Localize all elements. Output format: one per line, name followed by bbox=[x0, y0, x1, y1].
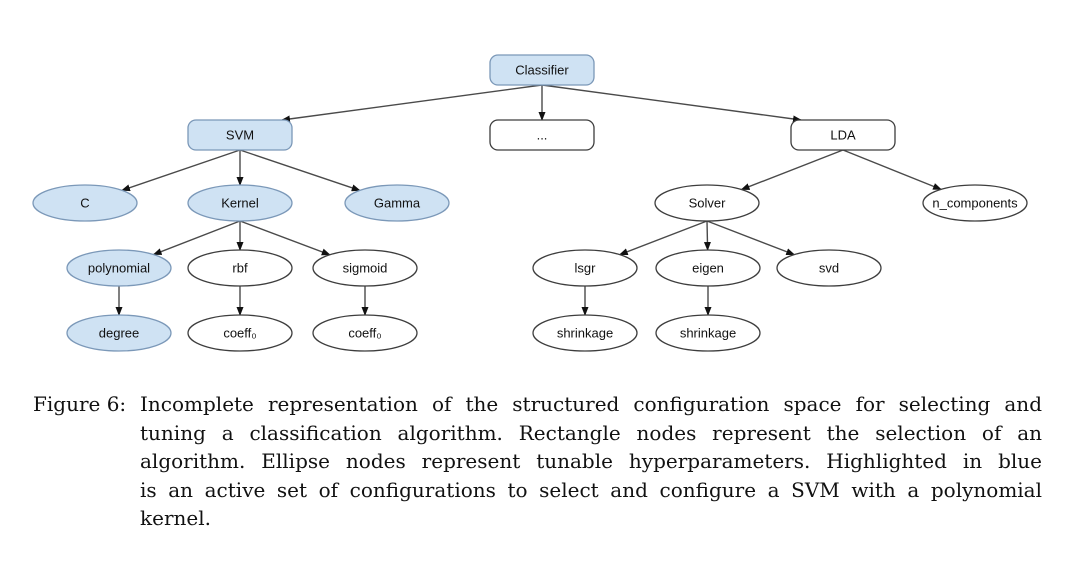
node-polynomial: polynomial bbox=[66, 249, 172, 287]
node-shape-gamma bbox=[344, 184, 450, 222]
figure-caption-body: Incomplete representation of the structu… bbox=[140, 390, 1042, 533]
node-shape-solver bbox=[654, 184, 760, 222]
caption-line: tuning a classification algorithm. Recta… bbox=[140, 420, 1042, 445]
node-svm: SVM bbox=[187, 119, 293, 151]
node-label-lsgr: lsgr bbox=[575, 261, 597, 276]
node-c: C bbox=[32, 184, 138, 222]
edge-solver-to-svd bbox=[706, 220, 796, 256]
edge-classifier-to-svm bbox=[281, 84, 543, 123]
node-shape-eigen bbox=[655, 249, 761, 287]
node-shape-kernel bbox=[187, 184, 293, 222]
node-shape-coeff0a bbox=[187, 314, 293, 352]
edge-layer bbox=[115, 84, 942, 316]
node-label-classifier: Classifier bbox=[515, 63, 569, 78]
node-svd: svd bbox=[776, 249, 882, 287]
node-label-eigen: eigen bbox=[692, 261, 724, 276]
figure-caption-label: Figure 6: bbox=[33, 392, 127, 416]
node-rbf: rbf bbox=[187, 249, 293, 287]
figure-caption: Figure 6: Incomplete representation of t… bbox=[0, 390, 1080, 533]
node-label-shrinkage1: shrinkage bbox=[557, 326, 613, 341]
edge-solver-to-eigen bbox=[703, 220, 711, 252]
edge-svm-to-c bbox=[121, 149, 241, 192]
node-label-gamma: Gamma bbox=[374, 196, 421, 211]
node-label-coeff0b: coeff₀ bbox=[348, 326, 381, 341]
node-label-n_components: n_components bbox=[932, 196, 1018, 211]
node-label-svd: svd bbox=[819, 261, 839, 276]
node-shape-shrinkage1 bbox=[532, 314, 638, 352]
node-shape-degree bbox=[66, 314, 172, 352]
caption-line: algorithm. Ellipse nodes represent tunab… bbox=[140, 449, 1042, 473]
node-degree: degree bbox=[66, 314, 172, 352]
caption-line: is an active set of configurations to se… bbox=[140, 477, 1042, 502]
caption-line: Incomplete representation of the structu… bbox=[140, 392, 1042, 416]
node-shape-svm bbox=[187, 119, 293, 151]
node-label-svm: SVM bbox=[226, 128, 254, 143]
node-label-dots: ... bbox=[537, 128, 548, 143]
node-sigmoid: sigmoid bbox=[312, 249, 418, 287]
node-shrinkage2: shrinkage bbox=[655, 314, 761, 352]
node-label-lda: LDA bbox=[830, 128, 856, 143]
node-shape-svd bbox=[776, 249, 882, 287]
node-label-kernel: Kernel bbox=[221, 196, 259, 211]
node-shape-lsgr bbox=[532, 249, 638, 287]
node-label-rbf: rbf bbox=[232, 261, 248, 276]
edge-kernel-to-polynomial bbox=[152, 220, 241, 256]
node-shape-n_components bbox=[922, 184, 1028, 222]
node-shrinkage1: shrinkage bbox=[532, 314, 638, 352]
node-label-coeff0a: coeff₀ bbox=[223, 326, 256, 341]
node-shape-classifier bbox=[489, 54, 595, 86]
node-kernel: Kernel bbox=[187, 184, 293, 222]
edge-solver-to-lsgr bbox=[618, 220, 708, 256]
node-eigen: eigen bbox=[655, 249, 761, 287]
node-lda: LDA bbox=[790, 119, 896, 151]
node-shape-lda bbox=[790, 119, 896, 151]
edge-lda-to-solver bbox=[740, 149, 844, 191]
edge-kernel-to-sigmoid bbox=[239, 220, 331, 256]
node-shape-polynomial bbox=[66, 249, 172, 287]
node-dots: ... bbox=[489, 119, 595, 151]
caption-line: kernel. bbox=[140, 506, 211, 530]
node-gamma: Gamma bbox=[344, 184, 450, 222]
node-label-sigmoid: sigmoid bbox=[343, 261, 388, 276]
node-label-polynomial: polynomial bbox=[88, 261, 150, 276]
node-lsgr: lsgr bbox=[532, 249, 638, 287]
edge-svm-to-gamma bbox=[239, 149, 361, 192]
node-classifier: Classifier bbox=[489, 54, 595, 86]
node-label-shrinkage2: shrinkage bbox=[680, 326, 736, 341]
node-shape-coeff0b bbox=[312, 314, 418, 352]
node-label-degree: degree bbox=[99, 326, 139, 341]
node-coeff0b: coeff₀ bbox=[312, 314, 418, 352]
node-shape-dots bbox=[489, 119, 595, 151]
node-shape-shrinkage2 bbox=[655, 314, 761, 352]
node-n_components: n_components bbox=[922, 184, 1028, 222]
node-shape-c bbox=[32, 184, 138, 222]
edge-lda-to-n_components bbox=[842, 149, 942, 191]
node-label-c: C bbox=[80, 196, 89, 211]
node-shape-rbf bbox=[187, 249, 293, 287]
node-solver: Solver bbox=[654, 184, 760, 222]
edge-classifier-to-lda bbox=[541, 84, 802, 123]
node-label-solver: Solver bbox=[689, 196, 727, 211]
node-coeff0a: coeff₀ bbox=[187, 314, 293, 352]
node-shape-sigmoid bbox=[312, 249, 418, 287]
